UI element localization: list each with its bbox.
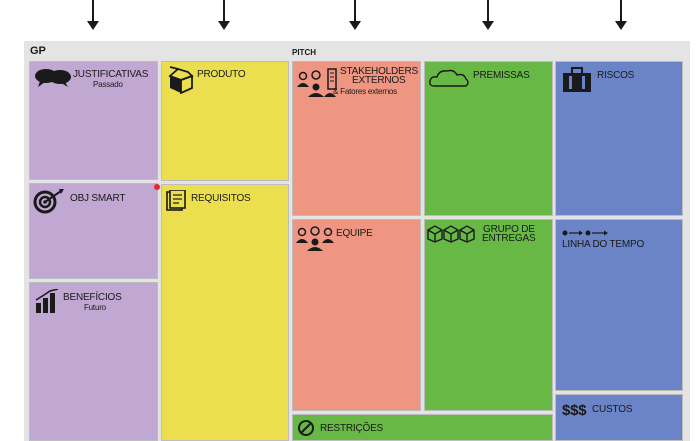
down-arrow-icon [87,0,99,30]
cloud-icon [429,69,469,87]
red-marker [154,184,160,190]
custos-title: CUSTOS [592,404,633,415]
justificativas-subtitle: Passado [93,80,123,89]
forbidden-icon [298,420,314,436]
beneficios-subtitle: Futuro [84,303,106,312]
people-icon [297,68,337,97]
custos-card[interactable]: $$$ CUSTOS [555,394,683,441]
grupo-entregas-title-line2: ENTREGAS [482,233,536,244]
boxes-icon [427,225,475,243]
document-icon [166,190,186,211]
grupo-entregas-card[interactable]: GRUPO DE ENTREGAS [424,219,553,411]
beneficios-card[interactable]: BENEFÍCIOS Futuro [29,282,158,441]
produto-card[interactable]: PRODUTO [161,61,289,181]
requisitos-card[interactable]: REQUISITOS [161,184,289,441]
justificativas-title: JUSTIFICATIVAS [73,69,149,80]
speech-bubbles-icon [35,69,71,87]
people-icon [296,226,334,251]
equipe-card[interactable]: EQUIPE [292,219,421,411]
produto-title: PRODUTO [197,69,246,80]
restricoes-card[interactable]: RESTRIÇÕES [292,414,553,441]
grupo-entregas-title-line1: GRUPO DE [483,224,535,235]
briefcase-icon [563,67,591,92]
target-icon [33,189,64,214]
bar-chart-icon [35,289,59,313]
stakeholders-title-line1: STAKEHOLDERS [340,66,418,77]
equipe-title: EQUIPE [336,228,373,239]
beneficios-title: BENEFÍCIOS [63,292,122,303]
premissas-card[interactable]: PREMISSAS [424,61,553,216]
down-arrow-icon [615,0,627,30]
linha-tempo-card[interactable]: LINHA DO TEMPO [555,219,683,391]
stakeholders-title-line2: EXTERNOS [352,75,406,86]
premissas-title: PREMISSAS [473,70,530,81]
timeline-icon [562,230,608,236]
box-icon [168,66,194,94]
down-arrow-icon [482,0,494,30]
stakeholders-card[interactable]: STAKEHOLDERS EXTERNOS & Fatores externos [292,61,421,216]
riscos-card[interactable]: RISCOS [555,61,683,216]
pitch-header: PITCH [292,48,316,57]
justificativas-card[interactable]: JUSTIFICATIVAS Passado [29,61,158,180]
dollar-signs-icon: $$$ [562,402,587,419]
gp-header: GP [30,45,46,57]
restricoes-title: RESTRIÇÕES [320,423,384,434]
linha-tempo-title: LINHA DO TEMPO [562,239,645,250]
stakeholders-subtitle: & Fatores externos [333,87,397,96]
obj-smart-card[interactable]: OBJ SMART [29,183,158,279]
riscos-title: RISCOS [597,70,635,81]
requisitos-title: REQUISITOS [191,193,251,204]
down-arrow-icon [349,0,361,30]
down-arrow-icon [218,0,230,30]
obj-smart-title: OBJ SMART [70,193,126,204]
